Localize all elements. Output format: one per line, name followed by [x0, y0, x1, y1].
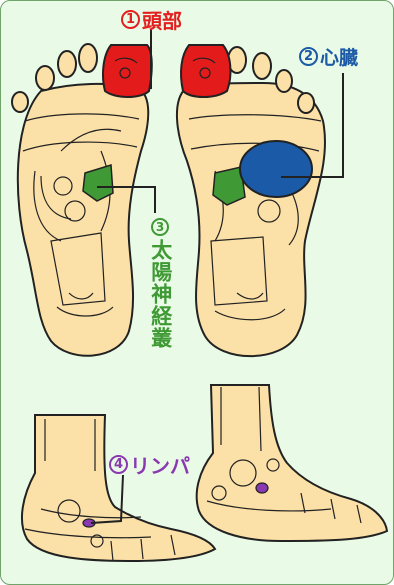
solar-plexus-label: 3 太陽神経叢 [147, 218, 173, 349]
heart-label-number: 2 [299, 47, 318, 66]
head-label-text: 頭部 [142, 5, 182, 34]
right-sole [177, 45, 325, 356]
left-side-foot [22, 415, 215, 561]
heart-label: 2 心臓 [299, 43, 358, 70]
head-zone-left [103, 45, 152, 97]
head-label: 1 頭部 [121, 5, 182, 34]
solar-plexus-label-number: 3 [151, 218, 169, 236]
right-side-foot [197, 385, 387, 541]
lymph-label-number: 4 [109, 455, 128, 474]
heart-label-text: 心臓 [320, 43, 358, 70]
lymph-label: 4 リンパ [109, 450, 190, 479]
head-label-number: 1 [121, 10, 140, 29]
lymph-label-text: リンパ [130, 450, 190, 479]
solar-plexus-label-text: 太陽神経叢 [148, 239, 172, 349]
left-sole [12, 44, 152, 356]
heart-zone [240, 141, 312, 197]
head-zone-right [181, 45, 230, 97]
lymph-zone-right [256, 483, 268, 493]
